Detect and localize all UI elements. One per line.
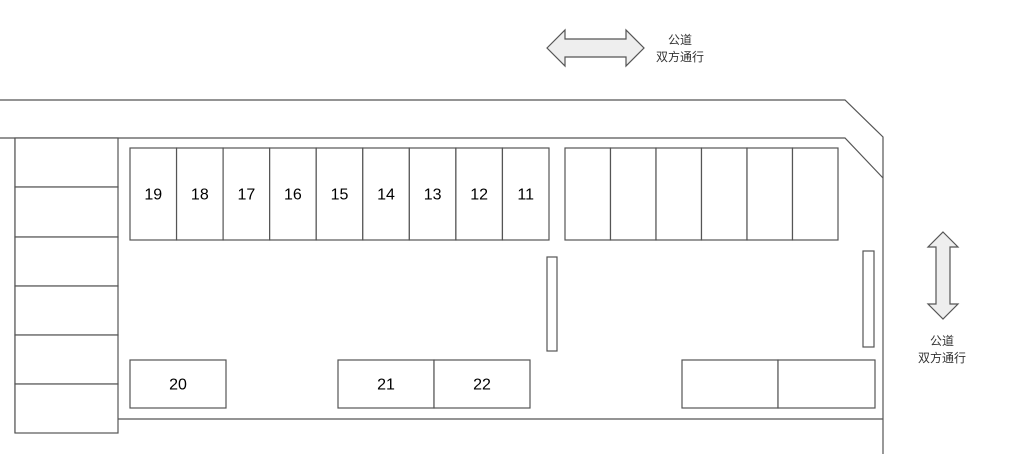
top-row-spots: 19 18 17 16 15 14 13 12 11 [129,147,550,241]
left-spot [14,137,119,188]
road-note-top-line1: 公道 [668,33,692,47]
spot-18 [175,147,224,241]
spot-label-18: 18 [191,187,209,204]
right-top-spot [655,147,703,241]
spot-20 [129,359,227,409]
right-top-spot [700,147,748,241]
road-note-top-line2: 双方通行 [656,49,704,64]
left-spot [14,334,119,385]
spot-label-13: 13 [424,187,442,204]
double-arrow-vertical-icon [926,231,960,320]
double-arrow-horizontal-icon [546,28,645,68]
left-spot [14,285,119,336]
road-note-right-line1: 公道 [930,334,954,348]
spot-right-bottom-1 [681,359,779,409]
spot-label-16: 16 [284,187,302,204]
right-top-spot [564,147,612,241]
spot-label-17: 17 [237,187,255,204]
spot-label-15: 15 [331,187,349,204]
spot-label-22: 22 [473,377,491,394]
divider-bar-right [862,250,875,348]
right-top-spot [609,147,657,241]
left-spot [14,236,119,287]
spot-label-20: 20 [169,377,187,394]
left-column-spots [14,137,119,434]
spot-19 [129,147,178,241]
spot-17 [222,147,271,241]
left-spot [14,383,119,434]
spot-21 [337,359,435,409]
right-top-spot [791,147,839,241]
inner-boundary [0,137,884,179]
left-spot [14,186,119,238]
spot-15 [315,147,364,241]
spot-label-12: 12 [470,187,488,204]
divider-bar-middle [546,256,558,352]
spot-right-bottom-2 [777,359,876,409]
spot-label-21: 21 [377,377,395,394]
right-top-spots [564,147,839,241]
spot-label-19: 19 [144,187,162,204]
spot-11 [501,147,550,241]
spot-label-11: 11 [517,187,534,204]
road-note-right-line2: 双方通行 [918,350,966,365]
bottom-spots [129,250,876,409]
right-top-spot [746,147,794,241]
spot-22 [433,359,531,409]
spot-14 [362,147,410,241]
spot-16 [269,147,317,241]
spot-label-14: 14 [377,187,395,204]
outer-boundary [0,99,884,454]
